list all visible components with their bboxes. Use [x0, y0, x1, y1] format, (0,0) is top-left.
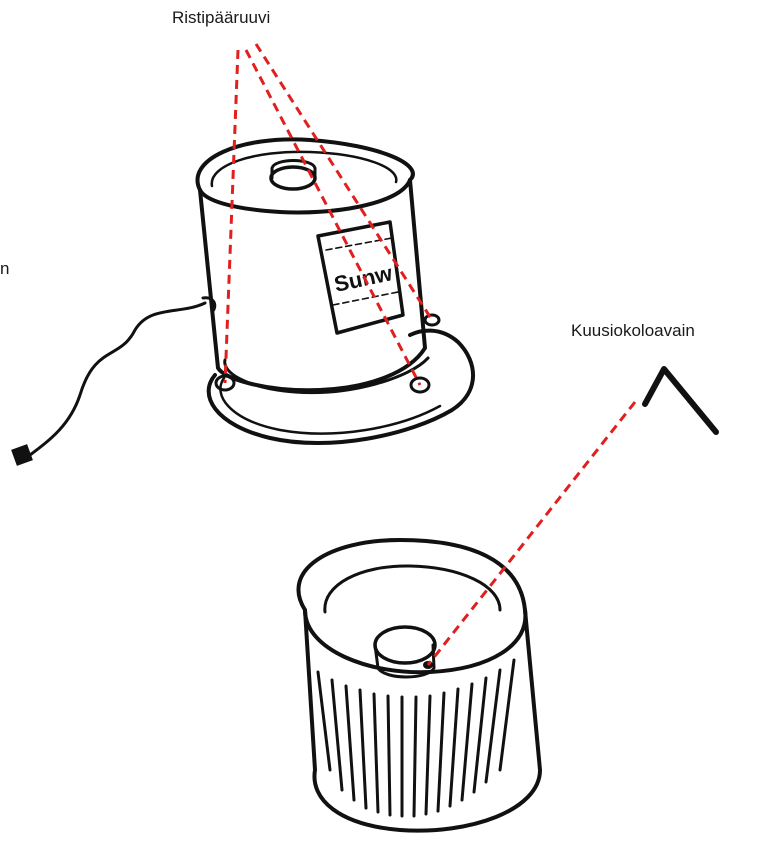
blower-wheel-outline	[298, 540, 540, 831]
blower-blades	[318, 660, 514, 816]
hex-key	[645, 369, 716, 432]
leader-lines	[225, 44, 635, 665]
leader-screw-left	[225, 50, 238, 383]
motor-top	[198, 139, 413, 212]
label-screws: Ristipääruuvi	[172, 8, 270, 28]
blower-wheel	[298, 540, 540, 831]
motor-assembly: Sunw	[198, 139, 474, 443]
leader-screw-right	[246, 50, 420, 385]
cable-plug	[13, 446, 31, 464]
blower-hub	[375, 627, 435, 663]
label-hex-key: Kuusiokoloavain	[571, 321, 695, 341]
label-cut-off: n	[0, 259, 10, 279]
flange-screw-back	[425, 315, 439, 325]
power-cable	[13, 303, 205, 464]
leader-hex-key	[428, 402, 635, 665]
